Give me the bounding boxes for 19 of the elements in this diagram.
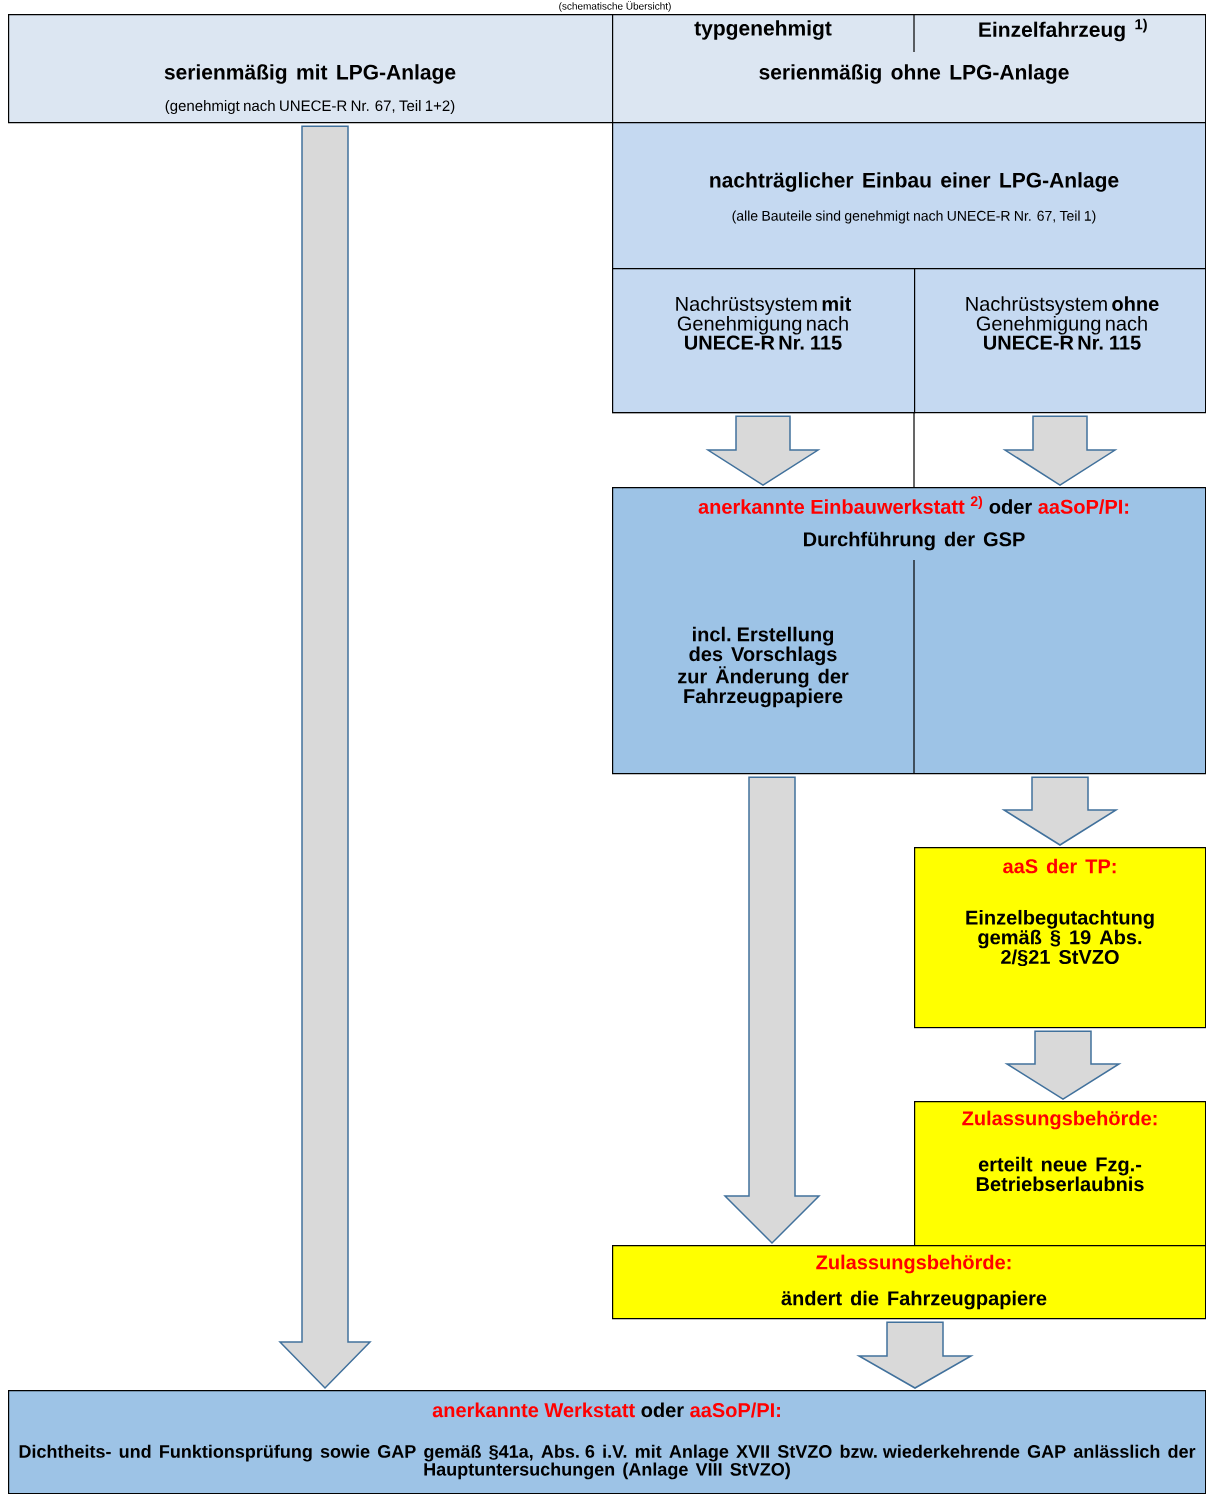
block-arrow bbox=[856, 1321, 974, 1389]
block-arrow bbox=[1002, 415, 1118, 486]
header-box: serienmäßig mit LPG-Anlage (genehmigt nach UNECE-R Nr. 67, Teil 1+2) bbox=[8, 14, 614, 124]
authority-box: Zulassungsbehörde: ändert die Fahrzeugpapiere bbox=[612, 1245, 1206, 1320]
process-cell: Nachrüstsystem mit Genehmigung nach UNECE-R Nr. 115 bbox=[612, 268, 916, 414]
block-arrow bbox=[705, 415, 821, 486]
authority-box: aaS der TP: Einzelbegutachtung gemäß § 19 Abs. 2/§21 StVZO bbox=[914, 847, 1206, 1029]
block-arrow bbox=[278, 125, 372, 1390]
block-arrow bbox=[1004, 1030, 1122, 1100]
node-label: erteilt neue Fzg.-Betriebserlaubnis bbox=[976, 1156, 1144, 1192]
block-arrow bbox=[723, 776, 821, 1245]
process-cell: Nachrüstsystem ohne Genehmigung nach UNECE-R Nr. 115 bbox=[914, 268, 1206, 414]
process-box: anerkannte Werkstatt oder aaSoP/PI: Dichtheits- und Funktionsprüfung sowie GAP gemäß §41a, Abs. 6 i.V. mit Anlage XVII StVZO bzw. wiederkehrende GAP anlässlich der Hauptuntersuchungen (Anlage VIII StVZO) bbox=[8, 1390, 1206, 1494]
authority-box: Zulassungsbehörde: erteilt neue Fzg.-Betriebserlaubnis bbox=[914, 1101, 1206, 1247]
block-arrow bbox=[1001, 776, 1119, 846]
process-cell: incl. Erstellung des Vorschlags zur Änderung der Fahrzeugpapiere bbox=[678, 626, 849, 708]
title: (schematische Übersicht) bbox=[559, 1, 671, 12]
node-label: Zulassungsbehörde: bbox=[962, 1110, 1157, 1130]
header-box: typgenehmigt Einzelfahrzeug $^{1)}$ serienmäßig ohne LPG-Anlage bbox=[612, 14, 1206, 124]
